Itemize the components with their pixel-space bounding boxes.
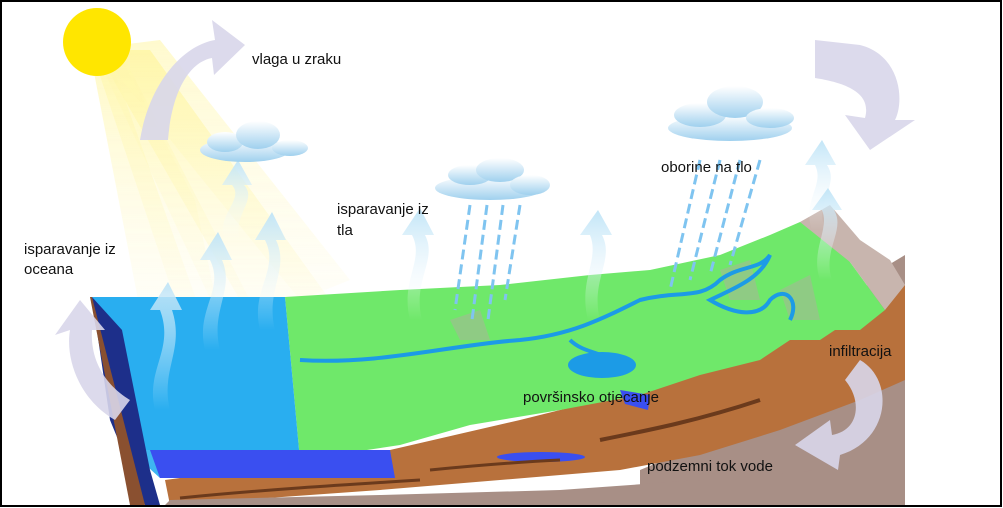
label-isparavanje-tla-line1: isparavanje iz [337,201,429,218]
sun-icon [63,8,131,76]
label-povrsinsko-otjecanje: površinsko otjecanje [523,389,659,406]
river [299,253,796,363]
cloud-icon [200,121,308,162]
evaporation-arrows [150,140,842,410]
label-isparavanje-tla-line2: tla [337,222,353,239]
cycle-arrow-icon [55,20,915,470]
label-isparavanje-oceana-line1: isparavanje iz [24,241,116,258]
cloud-icon [435,158,550,200]
label-infiltracija: infiltracija [829,343,892,360]
cloud-icon [668,86,794,141]
label-oborine-na-tlo: oborine na tlo [661,159,752,176]
label-isparavanje-oceana-line2: oceana [24,261,74,278]
label-vlaga-u-zraku: vlaga u zraku [252,51,342,68]
rain-lines [453,159,762,321]
label-podzemni-tok-vode: podzemni tok vode [647,458,773,475]
